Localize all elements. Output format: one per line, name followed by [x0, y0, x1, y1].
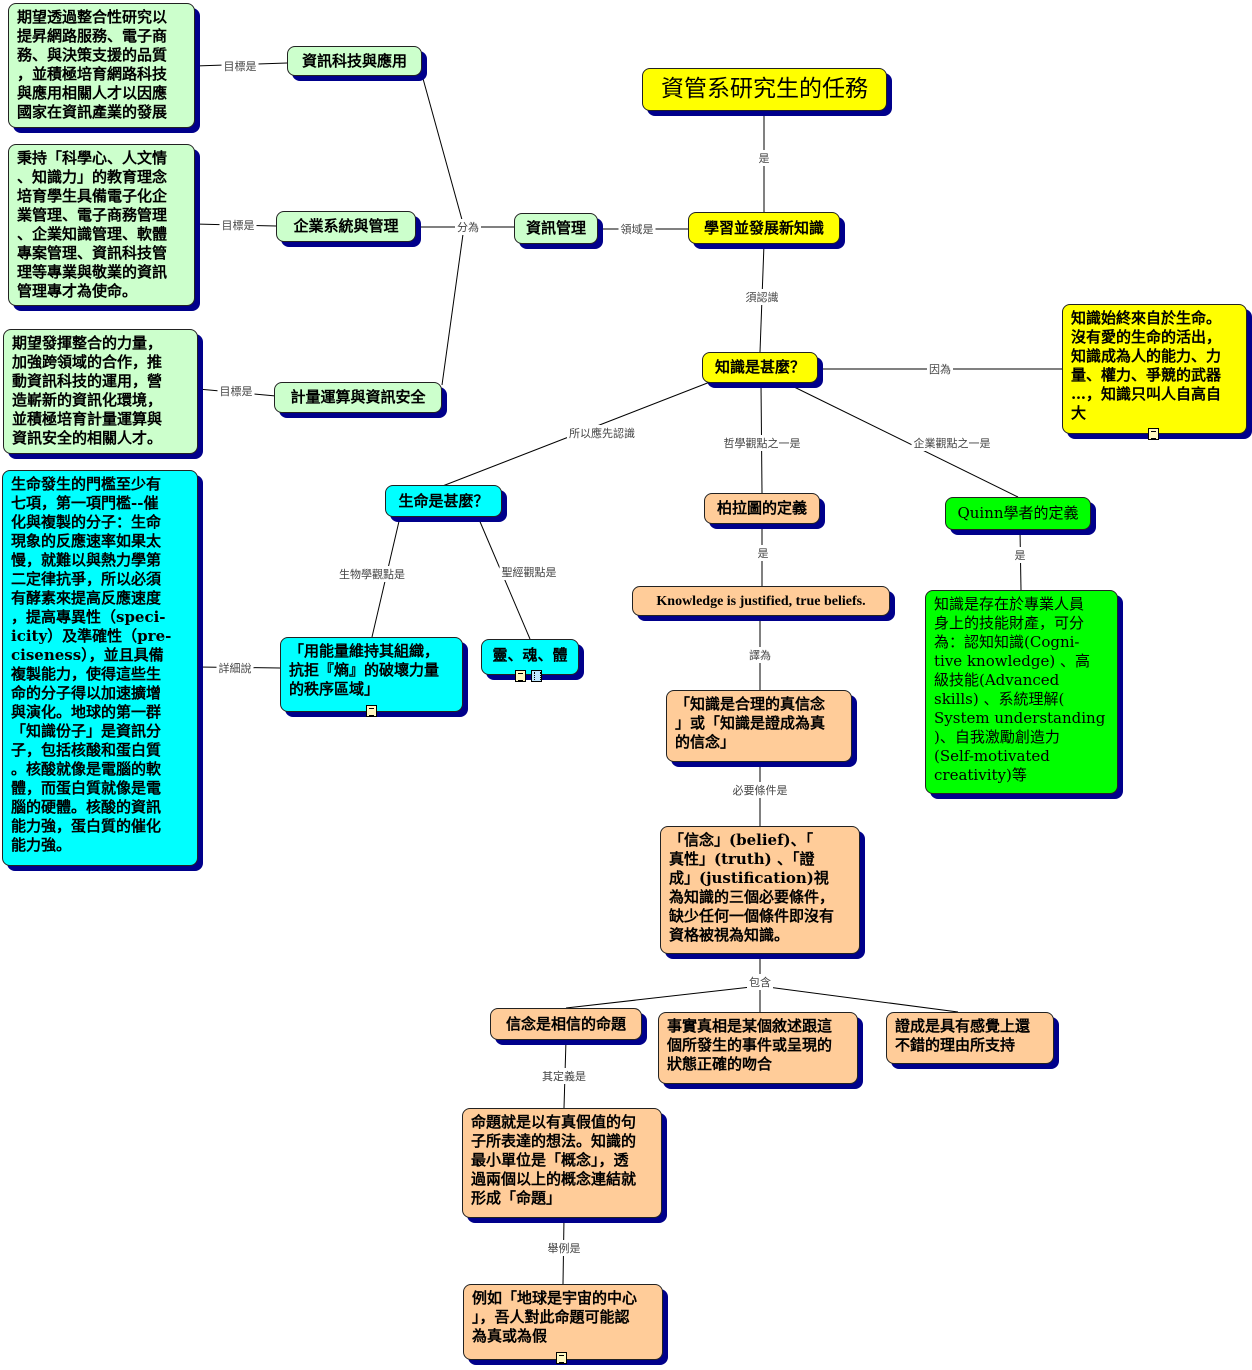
edge-label-divide: 分為 — [455, 219, 481, 235]
edge-label-domain: 領域是 — [618, 221, 656, 237]
node-goal-computation[interactable]: 期望發揮整合的力量， 加強跨領域的合作，推 動資訊科技的運用，營 造嶄新的資訊化… — [3, 329, 198, 454]
document-icon[interactable] — [1148, 428, 1159, 440]
node-plato-definition[interactable]: 柏拉圖的定義 — [704, 493, 820, 524]
node-goal-it[interactable]: 期望透過整合性研究以 提昇網路服務、電子商 務、與決策支援的品質 ，並積極培育網… — [8, 3, 195, 128]
node-goal-enterprise[interactable]: 秉持「科學心、人文情 、知識力」的教育理念 培育學生具備電子化企 業管理、電子商… — [8, 144, 195, 306]
document-icon[interactable] — [515, 670, 526, 682]
node-what-is-knowledge[interactable]: 知識是甚麼？ — [702, 352, 818, 383]
node-justification[interactable]: 證成是具有感覺上還 不錯的理由所支持 — [886, 1012, 1054, 1064]
node-life-threshold[interactable]: 生命發生的門檻至少有 七項，第一項門檻--催 化與複製的分子：生命 現象的反應速… — [2, 470, 198, 866]
document-icon[interactable] — [556, 1352, 567, 1364]
edge-label-definition: 其定義是 — [540, 1068, 588, 1084]
node-example[interactable]: 例如「地球是宇宙的中心 」，吾人對此命題可能認 為真或為假 — [463, 1284, 663, 1360]
edge-label-is-plato: 是 — [755, 545, 771, 561]
edge-label-is: 是 — [756, 150, 772, 166]
edge-label-first-know: 所以應先認識 — [567, 425, 637, 441]
edge-label-goal-1: 目標是 — [221, 58, 259, 74]
edge-label-bible: 聖經觀點是 — [499, 564, 559, 580]
edge-label-enterprise-view: 企業觀點之一是 — [911, 435, 993, 451]
node-information-management[interactable]: 資訊管理 — [514, 213, 598, 244]
node-belief[interactable]: 信念是相信的命題 — [490, 1008, 642, 1040]
edge-label-translate: 譯為 — [747, 647, 773, 663]
video-icon[interactable] — [531, 670, 542, 682]
edge-label-necessary: 必要條件是 — [730, 782, 790, 798]
node-three-conditions[interactable]: 「信念」(belief)、「 真性」(truth) 、「證 成」(justifi… — [660, 826, 860, 954]
node-translation[interactable]: 「知識是合理的真信念 」或「知識是證成為真 的信念」 — [666, 690, 852, 762]
node-energy-order[interactable]: 「用能量維持其組織， 抗拒『熵』的破壞力量 的秩序區域」 — [280, 637, 463, 712]
edge-label-include: 包含 — [747, 974, 773, 990]
node-knowledge-justified[interactable]: Knowledge is justified, true beliefs. — [632, 586, 890, 616]
edge-label-philosophy: 哲學觀點之一是 — [721, 435, 803, 451]
node-because[interactable]: 知識始終來自於生命。 沒有愛的生命的活出， 知識成為人的能力、力 量、權力、爭競… — [1062, 304, 1247, 434]
edge-label-goal-2: 目標是 — [219, 217, 257, 233]
node-learn-knowledge[interactable]: 學習並發展新知識 — [688, 212, 840, 244]
node-it-application[interactable]: 資訊科技與應用 — [287, 46, 422, 76]
document-icon[interactable] — [366, 705, 377, 717]
edge-label-detail: 詳細說 — [216, 660, 254, 676]
node-what-is-life[interactable]: 生命是甚麼？ — [385, 485, 502, 517]
edge-label-example: 舉例是 — [545, 1240, 583, 1256]
edge-label-is-quinn: 是 — [1012, 547, 1028, 563]
node-computation-security[interactable]: 計量運算與資訊安全 — [274, 382, 442, 413]
node-quinn-definition[interactable]: Quinn學者的定義 — [945, 497, 1091, 530]
node-fact[interactable]: 事實真相是某個敘述跟這 個所發生的事件或呈現的 狀態正確的吻合 — [658, 1012, 858, 1084]
node-spirit-soul-body[interactable]: 靈、魂、體 — [481, 639, 579, 675]
edge-label-goal-3: 目標是 — [217, 383, 255, 399]
node-quinn-knowledge[interactable]: 知識是存在於專業人員 身上的技能財產，可分 為：認知知識(Cogni- tive… — [925, 590, 1118, 794]
node-root[interactable]: 資管系研究生的任務 — [642, 68, 887, 111]
node-proposition[interactable]: 命題就是以有真假值的句 子所表達的想法。知識的 最小單位是「概念」，透 過兩個以… — [462, 1108, 662, 1218]
edge-label-must-know: 須認識 — [743, 289, 781, 305]
edge-label-biology: 生物學觀點是 — [337, 566, 407, 582]
node-enterprise-systems[interactable]: 企業系統與管理 — [276, 211, 416, 242]
edge-label-because: 因為 — [927, 361, 953, 377]
